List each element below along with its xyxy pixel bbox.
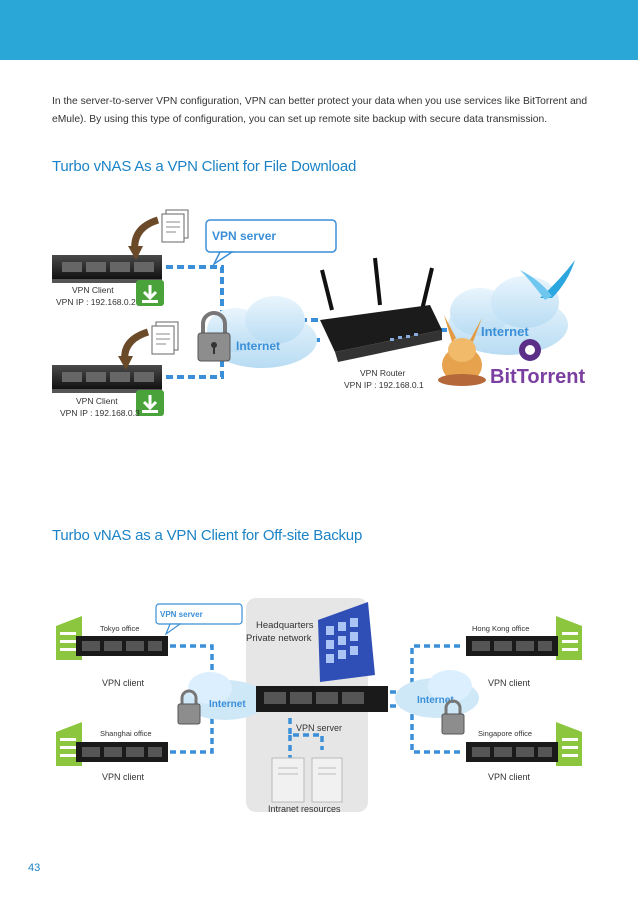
hongkong-building-icon (556, 616, 582, 660)
vpn-router: VPN Router VPN IP : 192.168.0.1 (320, 257, 442, 390)
intro-paragraph: In the server-to-server VPN configuratio… (52, 96, 588, 125)
page-number: 43 (28, 862, 41, 874)
link-client2 (166, 338, 320, 379)
internet-label-right-2: Internet (417, 695, 454, 706)
client-tl-label: VPN client (102, 678, 145, 688)
center-vpn-server-nas (256, 686, 388, 712)
client2-name: VPN Client (76, 396, 118, 406)
singapore-label: Singapore office (478, 729, 532, 738)
client-bl-label: VPN client (102, 772, 145, 782)
emule-mascot-icon (438, 315, 486, 386)
internet-cloud-right-2: Internet (395, 670, 479, 718)
header-rule (0, 60, 638, 64)
vpn-server-callout: VPN server (205, 219, 337, 267)
hongkong-nas (466, 636, 558, 656)
internet-label-left-2: Internet (209, 699, 246, 710)
client1-name: VPN Client (72, 285, 114, 295)
vpn-backup-diagram: VPN server Internet Internet (56, 598, 582, 814)
vpn-client-nas-2 (52, 365, 162, 393)
intranet-servers-icon (271, 757, 343, 803)
intranet-label: Intranet resources (268, 804, 341, 814)
bird-icon (520, 260, 575, 300)
documents-icon-1 (128, 209, 189, 260)
internet-label-right: Internet (481, 324, 529, 339)
tokyo-nas (76, 636, 168, 656)
client-br-label: VPN client (488, 772, 531, 782)
internet-cloud-left-2: Internet (183, 672, 267, 720)
section1-title: Turbo vNAS As a VPN Client for File Down… (52, 158, 357, 175)
router-ip: VPN IP : 192.168.0.1 (344, 380, 424, 390)
bittorrent-logo: BitTorrent (490, 339, 586, 388)
documents-icon-2 (118, 321, 179, 370)
internet-label-left: Internet (236, 339, 280, 353)
padlock-icon (197, 311, 231, 362)
client2-ip: VPN IP : 192.168.0.3 (60, 408, 140, 418)
link-intranet (288, 718, 324, 750)
vpn-server-callout-2: VPN server (155, 603, 243, 636)
singapore-building-icon (556, 722, 582, 766)
shanghai-nas (76, 742, 168, 762)
header-band (0, 0, 638, 60)
shanghai-building-icon (56, 722, 82, 766)
link-hongkong (382, 644, 460, 694)
bittorrent-label: BitTorrent (490, 366, 586, 388)
vpn-download-diagram: VPN server Internet Internet (52, 209, 586, 418)
singapore-nas (466, 742, 558, 762)
vpn-server-label: VPN server (212, 229, 276, 243)
download-icon-2 (136, 390, 164, 416)
vpn-client-nas-1 (52, 255, 162, 283)
router-name: VPN Router (360, 368, 406, 378)
section2-title: Turbo vNAS as a VPN Client for Off-site … (52, 527, 363, 544)
client-tr-label: VPN client (488, 678, 531, 688)
tokyo-label: Tokyo office (100, 624, 139, 633)
hq-line1: Headquarters (256, 620, 314, 631)
download-icon-1 (136, 280, 164, 306)
headquarters-building-icon (318, 602, 375, 682)
padlock-icon-left (177, 689, 201, 725)
shanghai-label: Shanghai office (100, 729, 152, 738)
tokyo-building-icon (56, 616, 82, 660)
hongkong-label: Hong Kong office (472, 624, 529, 633)
center-server-label: VPN server (296, 723, 342, 733)
hq-line2: Private network (246, 633, 312, 644)
link-singapore (382, 704, 460, 754)
client1-ip: VPN IP : 192.168.0.2 (56, 297, 136, 307)
vpn-server-label-2: VPN server (160, 610, 203, 619)
padlock-icon-right (441, 699, 465, 735)
